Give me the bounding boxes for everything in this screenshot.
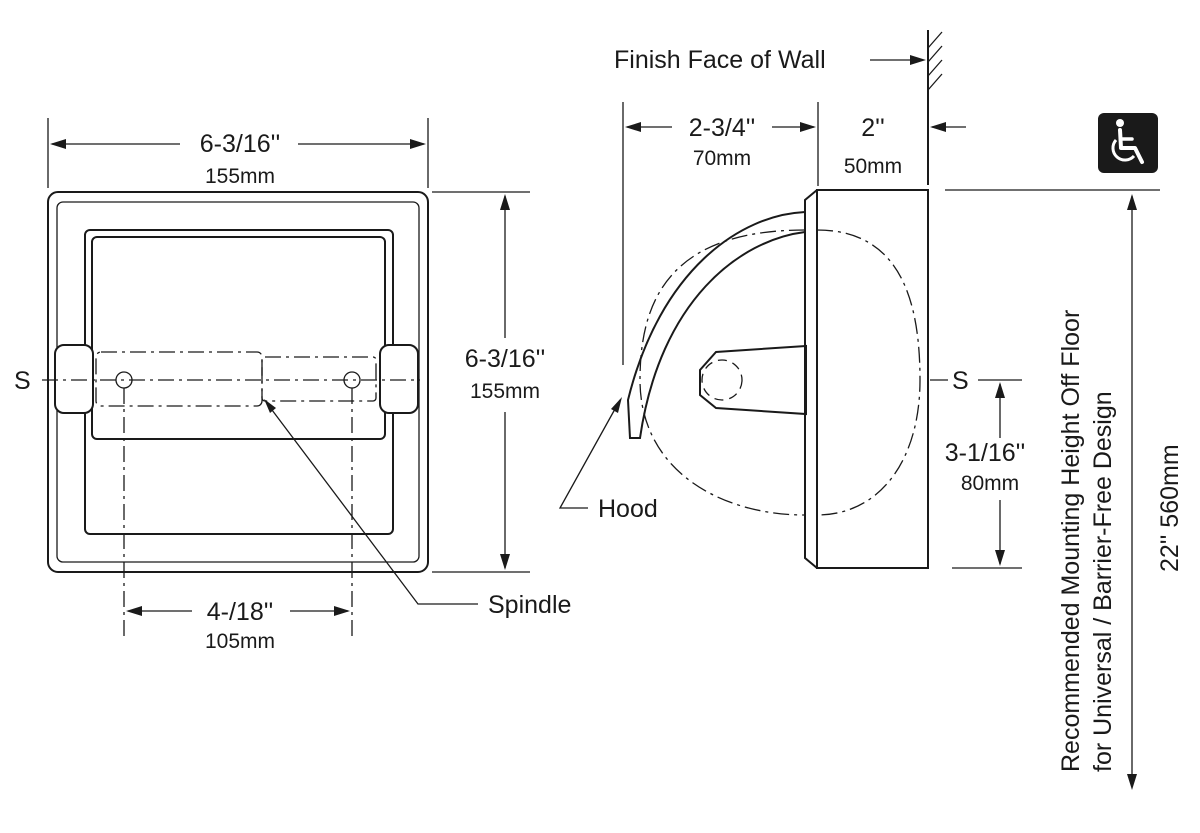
spindle-outline-left xyxy=(95,351,263,407)
front-section-marker: S xyxy=(14,367,31,395)
mounting-line-2: for Universal / Barrier-Free Design xyxy=(1089,391,1117,772)
height-arrow-top xyxy=(500,194,510,210)
height-arrow-bottom xyxy=(500,554,510,570)
projection-arrow-right xyxy=(800,122,816,132)
depth-arrow xyxy=(930,122,946,132)
drop-arrow-top xyxy=(995,382,1005,398)
wheelchair-icon xyxy=(1098,113,1158,173)
projection-arrow-left xyxy=(625,122,641,132)
spindle-leader-line xyxy=(265,401,478,605)
mounting-arrow-bottom xyxy=(1127,774,1137,790)
spindle-outline-right xyxy=(261,356,377,402)
wall-hatch-2 xyxy=(927,45,943,63)
side-section-marker: S xyxy=(952,367,969,395)
hood-leader-arrow xyxy=(611,397,622,413)
side-view: Finish Face of Wall 2-3/4'' 70mm 2'' 50m… xyxy=(558,30,1025,569)
drop-arrow-bottom xyxy=(995,550,1005,566)
roll-outline-outer xyxy=(639,229,806,516)
right-bracket xyxy=(379,344,419,414)
hood-label: Hood xyxy=(598,495,658,523)
front-height-inches: 6-3/16'' xyxy=(465,345,545,373)
mounting-arrow-top xyxy=(1127,194,1137,210)
wall-label: Finish Face of Wall xyxy=(614,46,826,74)
spindle-label: Spindle xyxy=(488,591,571,619)
wall-arrow-head xyxy=(910,55,926,65)
spindle-span-mm: 105mm xyxy=(205,630,275,653)
projection-inches: 2-3/4'' xyxy=(689,114,756,142)
depth-mm: 50mm xyxy=(844,155,902,178)
spindle-drop-mm: 80mm xyxy=(961,472,1019,495)
mounting-height: Recommended Mounting Height Off Floor fo… xyxy=(945,113,1184,790)
spindle-span-inches: 4-/18'' xyxy=(207,598,274,626)
projection-mm: 70mm xyxy=(693,147,751,170)
spindle-arm xyxy=(699,344,807,416)
spindle-drop-inches: 3-1/16'' xyxy=(945,439,1025,467)
side-body xyxy=(816,189,929,569)
front-width-mm: 155mm xyxy=(205,165,275,188)
front-outer-flange xyxy=(47,191,429,573)
span-arrow-right xyxy=(334,606,350,616)
span-arrow-left xyxy=(126,606,142,616)
wall-hatch-4 xyxy=(927,73,943,91)
depth-inches: 2'' xyxy=(861,114,884,142)
width-arrow-right xyxy=(410,139,426,149)
mounting-line-1: Recommended Mounting Height Off Floor xyxy=(1057,310,1085,772)
front-width-inches: 6-3/16'' xyxy=(200,130,280,158)
wall-hatch-3 xyxy=(927,59,943,77)
mounting-height-value: 22'' 560mm xyxy=(1156,444,1184,572)
left-bracket xyxy=(54,344,94,414)
front-hood xyxy=(91,236,386,440)
spindle-axis-circle xyxy=(701,359,743,401)
hood-leader-line xyxy=(558,399,621,509)
wall-hatch-1 xyxy=(927,31,943,49)
roll-outline-inner xyxy=(816,229,921,516)
front-height-mm: 155mm xyxy=(470,380,540,403)
spindle-leader-arrow xyxy=(264,399,276,413)
hood-curve xyxy=(626,211,806,439)
front-inner-flange xyxy=(56,201,420,563)
width-arrow-left xyxy=(50,139,66,149)
front-view: 6-3/16'' 155mm 6-3/16'' 155mm 4-/18'' 10… xyxy=(14,118,571,653)
